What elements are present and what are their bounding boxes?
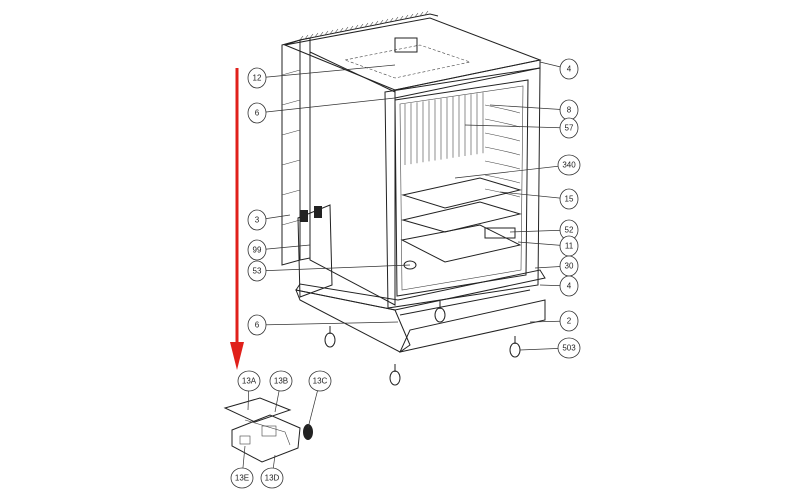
callout-340: 340 (454, 154, 581, 179)
callout-11: 11 (517, 235, 579, 257)
callout-label: 99 (253, 246, 262, 255)
callout-label: 13C (313, 377, 328, 386)
leader-line (256, 97, 396, 114)
direction-arrow (230, 68, 244, 370)
callout-label: 4 (567, 282, 572, 291)
cabinet-front (384, 67, 541, 309)
leader-line (256, 64, 396, 79)
callout-label: 4 (567, 65, 572, 74)
callout-2: 2 (529, 310, 579, 332)
callout-13D: 13D (260, 454, 284, 489)
drive-assembly (223, 397, 313, 463)
callout-label: 13E (235, 474, 249, 483)
callout-53: 53 (247, 260, 411, 282)
leader-line (489, 104, 570, 111)
callout-12: 12 (247, 64, 396, 89)
callout-label: 57 (565, 124, 574, 133)
leader-line (464, 124, 570, 129)
callout-label: 13A (242, 377, 257, 386)
callout-label: 8 (567, 106, 572, 115)
callout-label: 6 (255, 321, 260, 330)
callout-label: 6 (255, 109, 260, 118)
rear-panel (281, 37, 311, 266)
callout-4: 4 (539, 58, 579, 80)
callout-503: 503 (519, 337, 581, 359)
callout-6: 6 (247, 97, 396, 124)
callout-label: 503 (562, 344, 576, 353)
callout-13C: 13C (307, 370, 332, 429)
callout-3: 3 (247, 209, 291, 231)
callout-13A: 13A (237, 370, 261, 411)
leader-line (256, 321, 399, 326)
callout-label: 30 (565, 262, 574, 271)
callout-13E: 13E (230, 445, 254, 489)
top-cover (283, 10, 542, 99)
callout-label: 2 (567, 317, 572, 326)
callout-57: 57 (464, 117, 579, 139)
callout-6: 6 (247, 314, 399, 336)
leader-line (509, 229, 570, 233)
callout-label: 15 (565, 195, 574, 204)
callout-4: 4 (539, 275, 579, 297)
side-wall (309, 51, 396, 306)
callout-8: 8 (489, 99, 579, 121)
callout-label: 11 (565, 242, 574, 251)
callout-15: 15 (499, 188, 579, 210)
callout-label: 53 (253, 267, 262, 276)
base-stand (295, 269, 546, 386)
callout-label: 13B (274, 377, 288, 386)
callout-label: 13D (265, 474, 280, 483)
callout-99: 99 (247, 239, 311, 261)
leader-line (454, 164, 570, 179)
leader-line (256, 264, 411, 272)
callout-label: 340 (562, 161, 576, 170)
callout-label: 52 (565, 226, 574, 235)
callout-13B: 13B (269, 370, 293, 413)
callout-label: 12 (253, 74, 262, 83)
leader-line (499, 191, 570, 200)
manual-card (297, 204, 333, 298)
callout-label: 3 (255, 216, 260, 225)
